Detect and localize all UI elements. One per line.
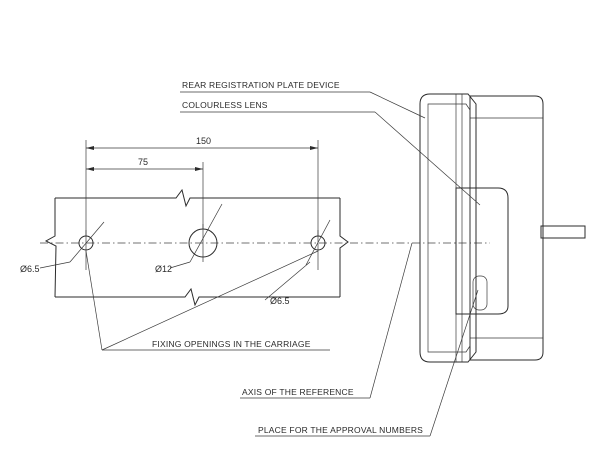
lamp-side-view xyxy=(419,93,586,363)
dim-150: 150 xyxy=(196,136,211,146)
dim-75: 75 xyxy=(138,157,148,167)
label-fixing-openings: FIXING OPENINGS IN THE CARRIAGE xyxy=(152,339,311,349)
fixing-holes xyxy=(78,224,326,270)
label-rear-device: REAR REGISTRATION PLATE DEVICE xyxy=(182,80,340,90)
label-axis-reference: AXIS OF THE REFERENCE xyxy=(242,387,354,397)
carriage-strip xyxy=(40,188,490,307)
dim-left-hole: Ø6.5 xyxy=(20,264,40,274)
label-approval-place: PLACE FOR THE APPROVAL NUMBERS xyxy=(258,425,423,435)
dim-right-hole: Ø6.5 xyxy=(270,296,290,306)
dim-center-hole: Ø12 xyxy=(155,264,172,274)
label-leaders xyxy=(85,91,481,437)
label-lens: COLOURLESS LENS xyxy=(182,100,268,110)
dimension-lines xyxy=(39,140,331,301)
